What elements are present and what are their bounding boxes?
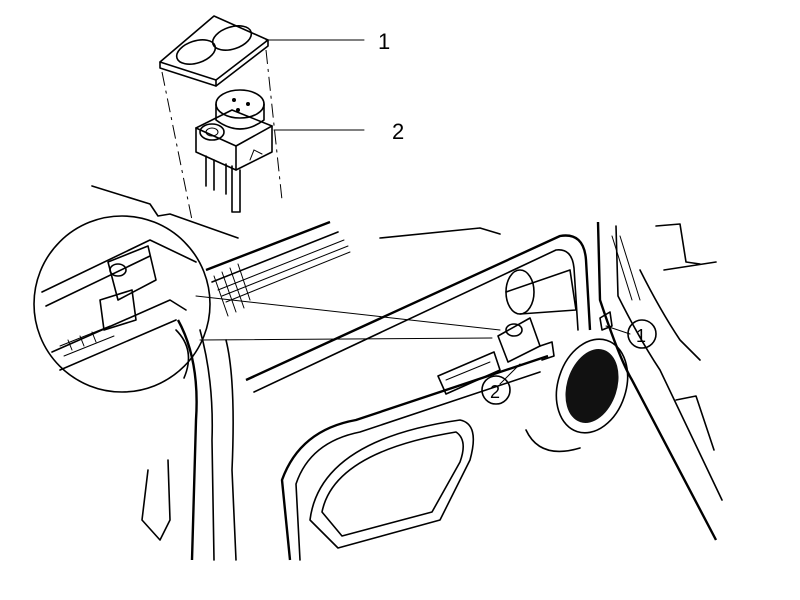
callout-label-1-top: 1	[378, 29, 390, 54]
detail-projection-lines	[195, 295, 501, 341]
callout-label-2-door: 2	[490, 382, 500, 402]
tweeter-speaker-assembly	[195, 89, 273, 213]
front-door-panel	[141, 220, 723, 561]
callout-label-1-door: 1	[636, 326, 646, 346]
speaker-grille-cover	[159, 15, 269, 87]
section-break-line	[91, 185, 239, 239]
assembly-guide-lines	[161, 49, 283, 221]
detail-magnified-view	[33, 215, 211, 393]
callout-circle-2	[481, 375, 511, 405]
callout-leader-lines-top	[265, 39, 365, 131]
callout-label-2-top: 2	[392, 119, 404, 144]
callout-circle-1	[627, 319, 657, 349]
callout-leader-lines-door	[499, 325, 631, 385]
